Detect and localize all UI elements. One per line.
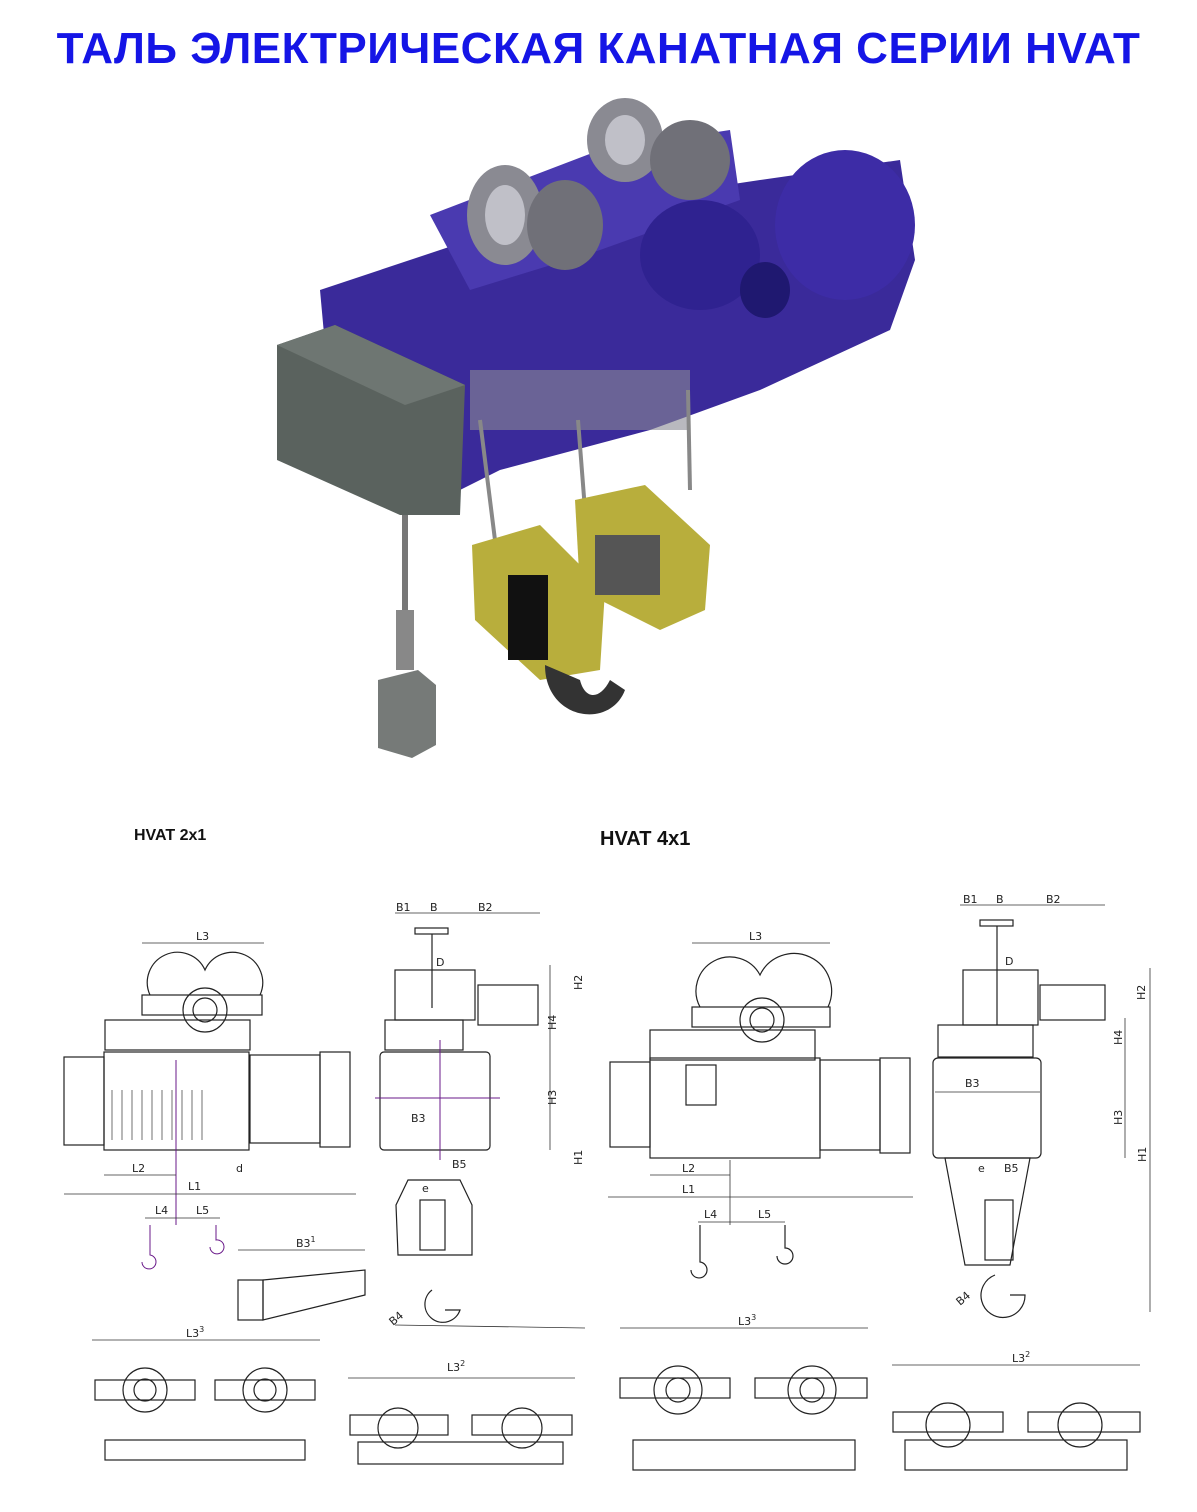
hvat-2x1-front-view: L3 L2 d L1 L4 L5 B31: [63, 930, 366, 1321]
dim-b4-4x1: B4: [954, 1289, 973, 1308]
dim-l1: L1: [188, 1180, 201, 1193]
dim-h4: H4: [546, 1015, 559, 1030]
dim-b3-1: B31: [296, 1235, 316, 1250]
dim-b3-4x1: B3: [965, 1077, 980, 1090]
dim-l5: L5: [196, 1204, 209, 1217]
dim-b2: B2: [478, 901, 493, 914]
dim-d: d: [236, 1162, 243, 1175]
dim-d-wheel: D: [436, 956, 444, 969]
dim-l2-4x1: L2: [682, 1162, 695, 1175]
dim-b1: B1: [396, 901, 411, 914]
dim-l3: L3: [196, 930, 209, 943]
dim-h1-4x1: H1: [1136, 1147, 1149, 1162]
dim-b3: B3: [411, 1112, 426, 1125]
dim-b2-4x1: B2: [1046, 893, 1061, 906]
dim-h3: H3: [546, 1090, 559, 1105]
dim-h1: H1: [572, 1150, 585, 1165]
dim-d-wheel-4x1: D: [1005, 955, 1013, 968]
dim-l4-4x1: L4: [704, 1208, 717, 1221]
dim-h2-4x1: H2: [1135, 985, 1148, 1000]
section-label-hvat-2x1: HVAT 2x1: [134, 827, 207, 844]
hvat-2x1-side-view: B1 B B2 D B3 H2 H4 H3 H1 B5 e B4: [375, 901, 586, 1329]
dim-l5-4x1: L5: [758, 1208, 771, 1221]
dim-b5-4x1: B5: [1004, 1162, 1019, 1175]
hvat-4x1-trolley-variants: L33 L32: [619, 1313, 1141, 1471]
dim-l1-4x1: L1: [682, 1183, 695, 1196]
section-label-hvat-4x1: HVAT 4x1: [600, 828, 691, 850]
dim-b5: B5: [452, 1158, 467, 1171]
hvat-4x1-front-view: L3 L2 L1 L4 L5: [608, 930, 913, 1279]
dim-l3-4x1: L3: [749, 930, 762, 943]
hvat-4x1-side-view: B1 B B2 D B3 e B5 B4 H2 H4 H3 H1: [932, 893, 1151, 1319]
dim-l4: L4: [155, 1204, 168, 1217]
dim-l2: L2: [132, 1162, 145, 1175]
dim-h2: H2: [572, 975, 585, 990]
dim-l3-2: L32: [447, 1359, 465, 1374]
dim-h4-4x1: H4: [1112, 1030, 1125, 1045]
dim-b1-4x1: B1: [963, 893, 978, 906]
dim-l3-3: L33: [186, 1325, 204, 1340]
dim-l3-2-4x1: L32: [1012, 1350, 1030, 1365]
dim-b: B: [430, 901, 438, 914]
dim-e: e: [422, 1182, 429, 1195]
hoist-illustration: [277, 98, 915, 758]
dim-b-4x1: B: [996, 893, 1004, 906]
dim-h3-4x1: H3: [1112, 1110, 1125, 1125]
page-title: ТАЛЬ ЭЛЕКТРИЧЕСКАЯ КАНАТНАЯ СЕРИИ HVAT: [56, 24, 1141, 73]
dim-l3-3-4x1: L33: [738, 1313, 756, 1328]
dim-e-4x1: e: [978, 1162, 985, 1175]
hvat-2x1-trolley-variants: L33 L32: [92, 1325, 575, 1465]
